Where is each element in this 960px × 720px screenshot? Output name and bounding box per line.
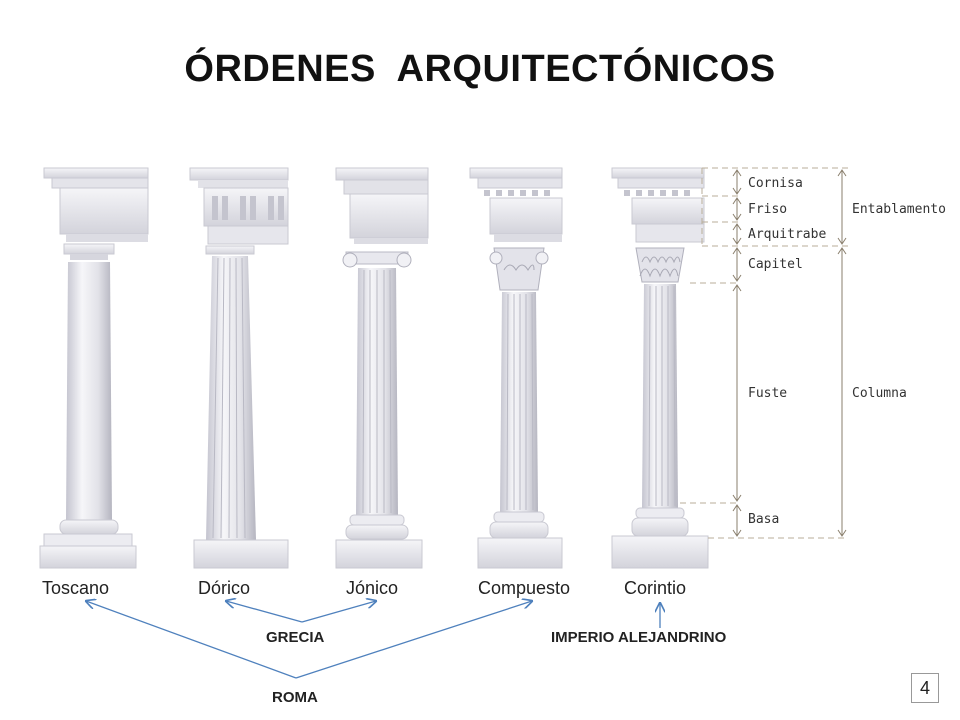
order-label-compuesto: Compuesto xyxy=(478,578,570,598)
column-compuesto xyxy=(469,167,563,569)
column-jonico xyxy=(335,167,429,569)
column-toscano xyxy=(39,167,149,569)
order-label-corintio: Corintio xyxy=(624,578,686,598)
dimension-guides xyxy=(680,167,848,539)
group-label-roma: ROMA xyxy=(272,689,318,706)
column-corintio xyxy=(611,167,709,569)
label-friso: Friso xyxy=(748,202,787,217)
label-capitel: Capitel xyxy=(748,257,803,272)
label-cornisa: Cornisa xyxy=(748,176,803,191)
label-arquitrabe: Arquitrabe xyxy=(748,227,826,242)
order-label-toscano: Toscano xyxy=(42,578,109,598)
grouping-arrows xyxy=(86,601,660,679)
order-label-dorico: Dórico xyxy=(198,578,250,598)
page-title: ÓRDENES ARQUITECTÓNICOS xyxy=(184,48,776,90)
group-label-grecia: GRECIA xyxy=(266,629,325,646)
label-fuste: Fuste xyxy=(748,386,787,401)
page-number: 4 xyxy=(911,673,939,703)
label-columna: Columna xyxy=(852,386,907,401)
arrow-grecia-dorico xyxy=(226,601,303,623)
label-entablamento: Entablamento xyxy=(852,202,946,217)
arrow-roma-compuesto xyxy=(295,601,532,679)
group-label-imperio: IMPERIO ALEJANDRINO xyxy=(551,629,727,646)
dimension-arrows xyxy=(732,169,847,537)
order-label-jonico: Jónico xyxy=(346,578,398,598)
column-dorico xyxy=(189,167,289,569)
arrow-grecia-jonico xyxy=(301,601,376,623)
label-basa: Basa xyxy=(748,512,779,527)
arrow-roma-toscano xyxy=(86,601,297,679)
